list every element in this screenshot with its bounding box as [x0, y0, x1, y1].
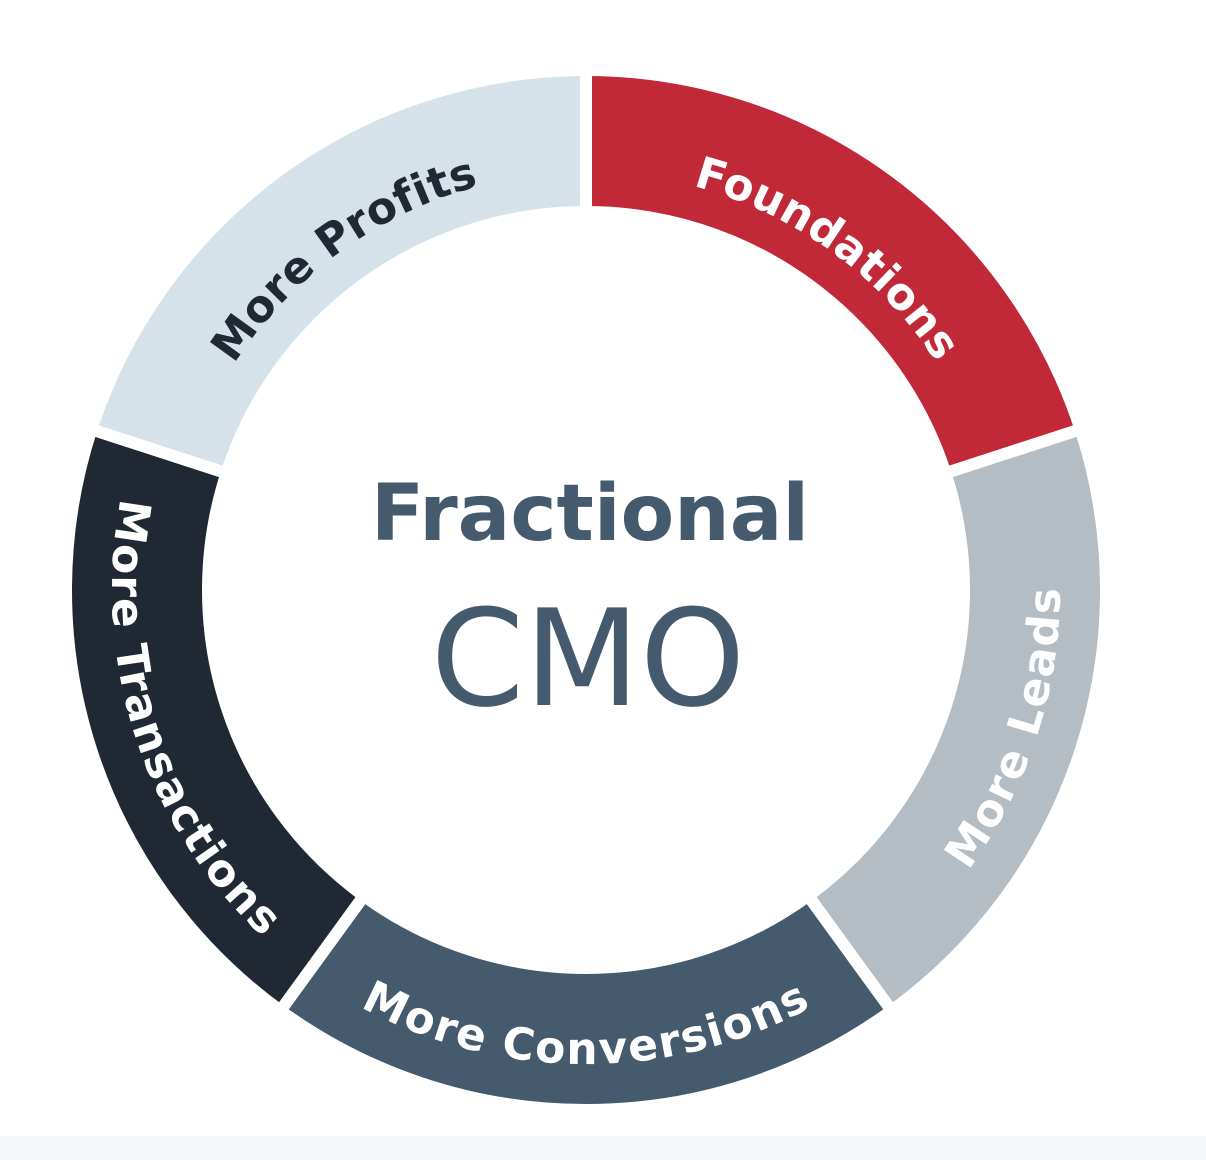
bottom-edge [0, 1136, 1206, 1160]
segment-more-transactions [60, 421, 373, 1020]
segment-foundations [580, 63, 1089, 481]
center-title-line2: CMO [431, 581, 746, 737]
segment-more-conversions [271, 887, 901, 1116]
segment-more-profits [83, 63, 592, 481]
center-title-line1: Fractional [371, 469, 809, 559]
segment-more-leads [799, 421, 1112, 1020]
